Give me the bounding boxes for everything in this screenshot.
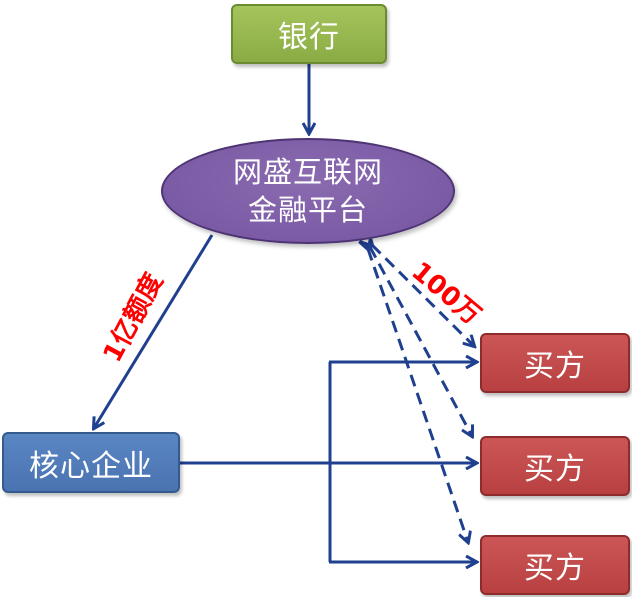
buyer-node-1: 买方 xyxy=(480,333,630,393)
arrow-platform-to-core xyxy=(94,234,214,428)
bank-node: 银行 xyxy=(231,4,387,64)
buyer-label-3: 买方 xyxy=(524,551,586,586)
core-enterprise-label: 核心企业 xyxy=(29,448,153,484)
credit-line-label: 1亿额度 xyxy=(97,268,169,367)
platform-label-line2: 金融平台 xyxy=(247,193,368,227)
bank-label: 银行 xyxy=(278,20,340,55)
buyer-label-1: 买方 xyxy=(524,349,586,384)
dashed-arrow-platform-buyer3 xyxy=(368,249,468,542)
platform-label-line1: 网盛互联网 xyxy=(232,155,383,189)
buyer-node-3: 买方 xyxy=(480,535,630,595)
core-enterprise-node: 核心企业 xyxy=(2,432,180,493)
buyer-label-2: 买方 xyxy=(524,452,586,487)
platform-node: 网盛互联网 金融平台 xyxy=(161,138,455,244)
buyer-node-2: 买方 xyxy=(480,436,630,496)
